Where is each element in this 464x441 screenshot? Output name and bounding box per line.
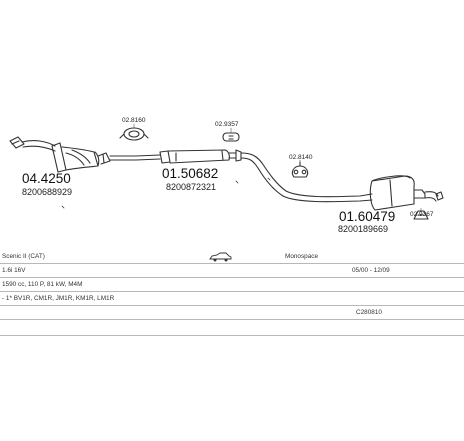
model-name: Scenic II (CAT) (2, 253, 45, 260)
part-number: 01.50682 (162, 166, 218, 181)
accessory-number: 02.8160 (122, 117, 146, 124)
front-pipe-catalyst-drawing (9, 136, 111, 173)
engine: 1.6i 16V (2, 267, 26, 274)
accessory-number: 02.9357 (215, 121, 239, 128)
part-number: 04.4250 (22, 171, 71, 186)
oem-number: 8200189669 (338, 224, 388, 234)
accessory-02-9357-drawing (222, 132, 240, 142)
car-silhouette-icon (209, 252, 232, 262)
production-years: 05/00 - 12/09 (352, 267, 390, 274)
accessory-number: 02.9367 (410, 211, 434, 218)
middle-silencer-drawing (109, 149, 242, 164)
fitting-marks (61, 177, 275, 209)
oem-number: 8200688929 (22, 187, 72, 197)
vehicle-spec-table: Scenic II (CAT) Monospace 1.6i 16V 05/00… (0, 250, 464, 351)
spec-row-code: C280810 (0, 306, 464, 320)
spec-row-empty (0, 320, 464, 336)
leader-lines (133, 123, 422, 212)
spec-row-variants: - 1* BV1R, CM1R, JM1R, KM1R, LM1R (0, 292, 464, 306)
spec-row-engine: 1.6i 16V 05/00 - 12/09 (0, 264, 464, 278)
oem-label: Monospace (285, 253, 319, 260)
accessory-02-8140-drawing (291, 161, 309, 178)
catalog-code: C280810 (356, 309, 382, 316)
accessory-number: 02.8140 (289, 154, 313, 161)
spec-row-detail: 1590 cc, 110 P, 81 kW, M4M (0, 278, 464, 292)
accessory-02-8160-drawing (119, 127, 149, 141)
engine-variants: - 1* BV1R, CM1R, JM1R, KM1R, LM1R (2, 295, 115, 302)
spec-row-model: Scenic II (CAT) Monospace (0, 250, 464, 264)
accessory-02-9367-drawing (413, 210, 429, 220)
engine-detail: 1590 cc, 110 P, 81 kW, M4M (2, 281, 83, 288)
oem-number: 8200872321 (166, 182, 216, 192)
exhaust-system-diagram: 04.4250 8200688929 01.50682 8200872321 0… (9, 117, 444, 234)
rear-silencer-drawing (240, 152, 444, 211)
part-number: 01.60479 (339, 209, 395, 224)
